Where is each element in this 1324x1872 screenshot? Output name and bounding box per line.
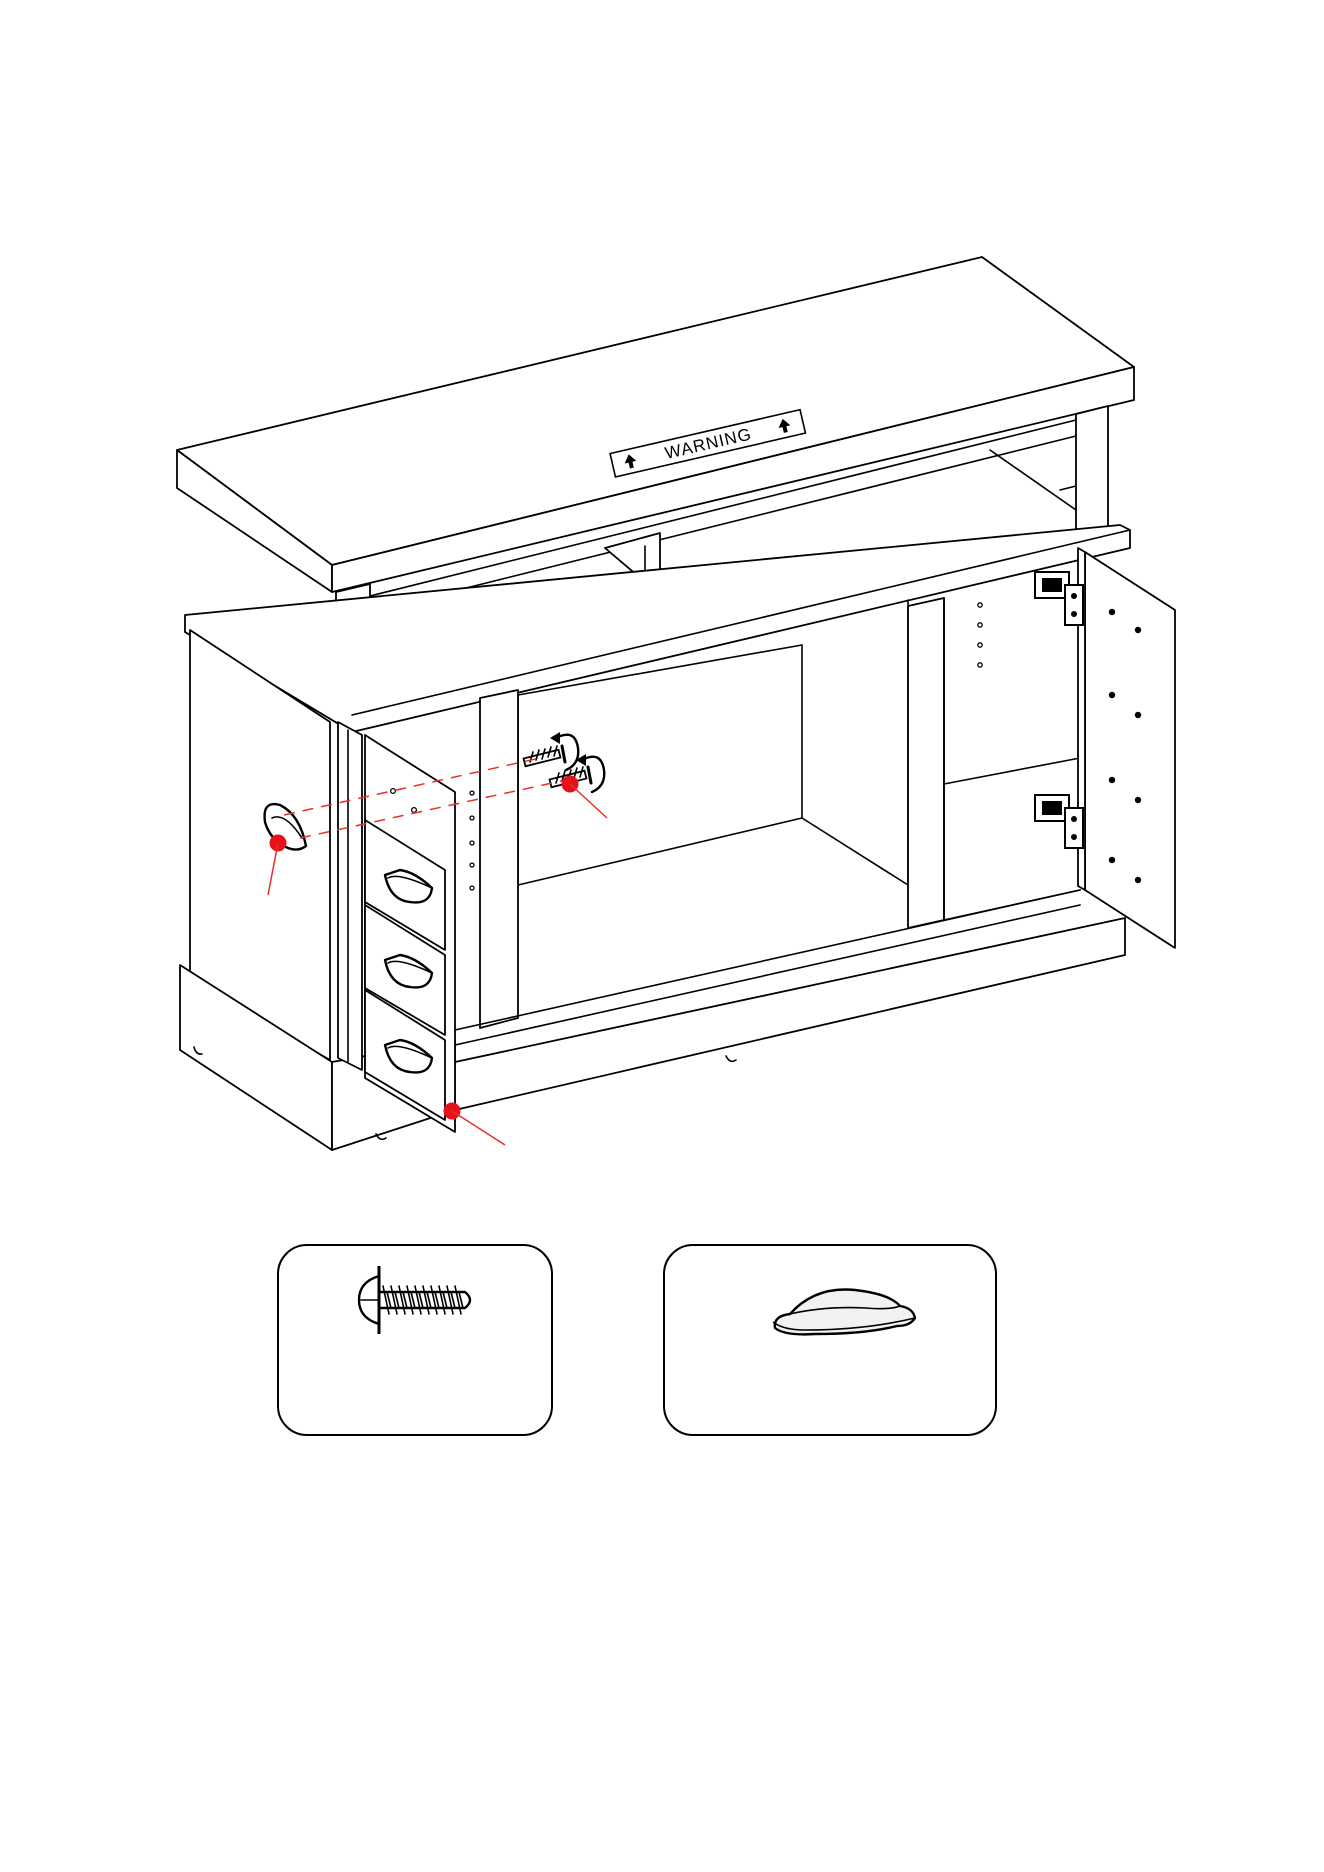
part-card-handle: [663, 1244, 997, 1436]
part-card-screw: [277, 1244, 553, 1436]
cup-handle-icon: [665, 1246, 995, 1434]
hinge-icon: [1035, 572, 1083, 625]
screw-icon: [279, 1246, 551, 1434]
hinge-icon: [1035, 795, 1083, 848]
callout-screw: [562, 776, 608, 819]
right-door: [1035, 548, 1175, 948]
